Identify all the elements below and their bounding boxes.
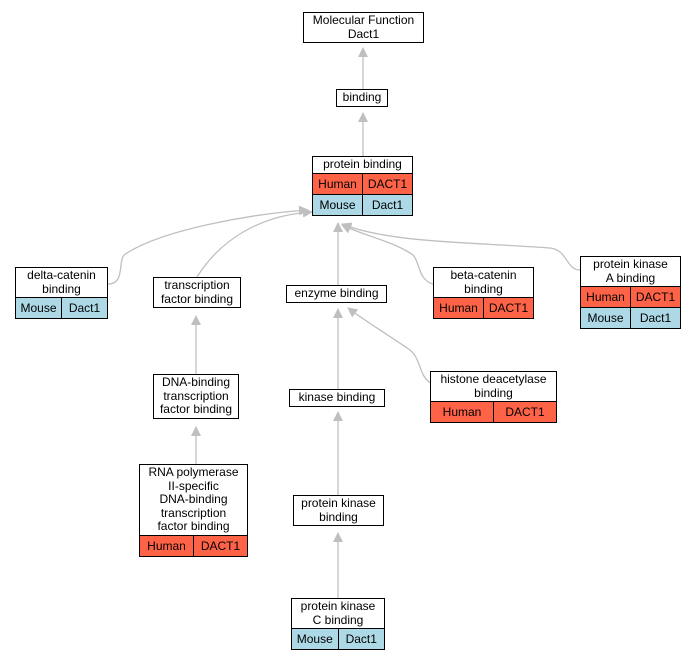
node-label-line: A binding <box>605 270 656 285</box>
species-cell: Mouse <box>319 197 356 212</box>
node-label-line: delta-catenin <box>27 268 96 282</box>
node-label-line: DNA-binding <box>159 492 228 506</box>
node-kinase-binding: kinase binding <box>289 389 385 407</box>
annotation-row-human: Human DACT1 <box>431 401 556 422</box>
node-label-line: binding <box>464 281 503 296</box>
node-label-line: protein kinase <box>593 257 668 271</box>
node-label: binding <box>337 90 387 106</box>
gene-cell: DACT1 <box>630 287 680 307</box>
node-label-line: enzyme binding <box>294 286 379 300</box>
gene-cell: DACT1 <box>193 535 247 556</box>
edge-protein-kinase-a-to-protein-binding <box>341 222 581 271</box>
gene-cell: DACT1 <box>493 402 556 422</box>
gene-cell: Dact1 <box>362 194 412 215</box>
species-cell: Mouse <box>587 311 624 325</box>
species-cell: Mouse <box>296 632 333 646</box>
node-label-line: binding <box>42 281 81 296</box>
node-label-line: transcription <box>164 278 230 292</box>
node-label-line: factor binding <box>160 291 234 306</box>
node-label-line: protein binding <box>323 157 402 171</box>
node-label-line: binding <box>319 509 358 524</box>
node-label-line: binding <box>474 385 513 400</box>
node-label-line: RNA polymerase <box>148 465 239 479</box>
species-cell: Human <box>586 290 625 304</box>
annotation-row-human: Human DACT1 <box>581 286 680 307</box>
node-label-line: protein kinase <box>300 599 376 613</box>
species-cell: Human <box>147 538 186 553</box>
node-label-line: transcription <box>163 388 229 403</box>
annotation-row-mouse: Mouse Dact1 <box>581 307 680 328</box>
node-enzyme-binding: enzyme binding <box>286 285 387 303</box>
gene-cell: DACT1 <box>483 298 533 318</box>
species-cell: Human <box>318 176 357 191</box>
species-cell: Human <box>442 405 482 419</box>
node-label: protein binding <box>313 157 412 173</box>
annotation-row-mouse: Mouse Dact1 <box>292 628 384 649</box>
annotation-row-mouse: Mouse Dact1 <box>16 297 107 318</box>
gene-cell: Dact1 <box>337 629 385 649</box>
node-binding: binding <box>336 89 388 107</box>
edge-beta-catenin-to-protein-binding <box>341 224 434 285</box>
node-label-line: II-specific <box>168 478 219 493</box>
node-label-line: histone deacetylase <box>440 372 547 386</box>
node-label-line: Molecular Function <box>312 13 415 27</box>
annotation-row-human: Human DACT1 <box>434 297 533 318</box>
annotation-row-human: Human DACT1 <box>140 534 247 556</box>
node-label-line: C binding <box>312 612 364 627</box>
gene-cell: DACT1 <box>362 173 412 194</box>
species-cell: Human <box>439 301 478 315</box>
edge-transcription-factor-to-protein-binding <box>196 207 313 278</box>
gene-cell: Dact1 <box>61 298 107 318</box>
node-label-line: factor binding <box>157 519 230 533</box>
edge-histone-deacetylase-to-enzyme-binding <box>347 307 433 385</box>
node-label-line: transcription <box>160 505 227 520</box>
node-label-line: factor binding <box>159 402 233 416</box>
gene-cell: Dact1 <box>630 308 680 328</box>
node-label-line: kinase binding <box>298 390 376 404</box>
edge-delta-catenin-to-protein-binding <box>107 205 309 285</box>
node-label-line: DNA-binding <box>161 375 231 389</box>
node-label: kinase binding <box>290 390 384 406</box>
annotation-row-human: Human DACT1 <box>313 172 412 194</box>
annotation-row-mouse: Mouse Dact1 <box>313 193 412 215</box>
species-cell: Mouse <box>20 301 57 315</box>
node-label: enzyme binding <box>287 286 386 302</box>
node-label-line: beta-catenin <box>450 268 517 282</box>
node-label-line: binding <box>342 90 382 104</box>
node-label-line: Dact1 <box>347 26 380 41</box>
node-label-line: protein kinase <box>301 496 376 510</box>
